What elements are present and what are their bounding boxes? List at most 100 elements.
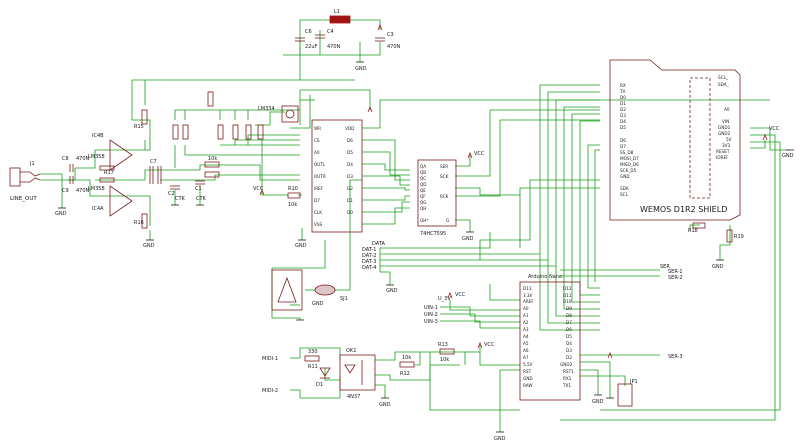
power-symbols <box>259 23 768 359</box>
nano-pin-d3: D3 <box>566 348 572 353</box>
ser-label: SER <box>660 264 670 270</box>
nano-pin-d7: D7 <box>566 320 572 325</box>
ser-1-label: SER-1 <box>668 269 683 275</box>
wemos-pin-sda2: SDA_ <box>718 82 730 87</box>
gnd-nano-label: GND <box>592 399 604 405</box>
nano-pin-d2: D2 <box>566 355 572 360</box>
wemos-pin-d4: D4 <box>620 119 626 124</box>
r19-label: R19 <box>734 234 744 240</box>
nano-pin-aref: AREF <box>523 299 534 304</box>
dat-1-label: DAT-1 <box>362 247 376 253</box>
wemos-pin-rx: RX <box>620 83 626 88</box>
wemos-pin-sck: SCK_D5 <box>620 168 637 173</box>
r15-label: R15 <box>134 124 144 130</box>
gnd-r16-label: GND <box>143 243 155 249</box>
ground-symbols <box>58 61 794 433</box>
ic4a-label: IC4A <box>92 206 104 212</box>
sr-pin-qc: QC <box>420 176 426 181</box>
nano-pin-a7: A7 <box>523 355 529 360</box>
uin-1-label: UIN-1 <box>424 305 438 311</box>
wemos-pin-gnd1: GND1 <box>718 125 731 130</box>
gnd-wemos-label: GND <box>782 153 794 159</box>
nano-pin-d5: D5 <box>566 334 572 339</box>
ic1-pin-wr: WR <box>314 126 321 131</box>
ic1-pin-a0: A0 <box>314 150 320 155</box>
wemos-pin-d0: D0 <box>620 95 626 100</box>
wemos-title: WEMOS D1R2 SHIELD <box>640 205 727 214</box>
sr-pin-qhstar: QH* <box>420 218 429 223</box>
r11-label: R11 <box>308 364 318 370</box>
wemos-pin-miso: MISO_D6 <box>620 162 639 167</box>
vcc-lm334-label: VCC <box>253 186 264 192</box>
wemos-pin-reset: RESET <box>716 149 730 154</box>
nano-pin-3v3: 3.3V <box>523 293 533 298</box>
wemos-pin-d2: D2 <box>620 107 626 112</box>
ctk2-label: CTK <box>196 196 207 202</box>
dat-2-label: DAT-2 <box>362 253 376 259</box>
jp1-label: JP1 <box>629 379 638 385</box>
vcc-midi-label: VCC <box>484 342 495 348</box>
wemos-pin-ss-d8: SS_D8 <box>620 150 634 155</box>
ic1-pin-d4: D4 <box>347 162 353 167</box>
wemos-pin-d3: D3 <box>620 113 626 118</box>
r10k-label: 10k <box>208 156 217 162</box>
c3-label: C3 <box>387 32 394 38</box>
ic1-pins: WR CS A0 OUTL OUTR IREF D7 CLK VSS VDD D… <box>314 126 354 227</box>
wemos-pin-vin: VIN <box>722 119 729 124</box>
gnd-595-label: GND <box>462 236 474 242</box>
nano-pin-raw: RAW <box>523 383 533 388</box>
uin-2-label: UIN-2 <box>424 312 438 318</box>
sr-pin-g: G <box>446 218 449 223</box>
nano-pin-a6: A6 <box>523 348 529 353</box>
gnd-ic1-label: GND <box>295 243 307 249</box>
wemos-pin-d6: D6 <box>620 138 626 143</box>
gnd-top-label: GND <box>355 66 367 72</box>
c6-value: 22uF <box>305 44 318 50</box>
ic1-pin-clk: CLK <box>314 210 322 215</box>
d1-label: D1 <box>316 382 323 388</box>
r10k2-label: 10k <box>402 355 411 361</box>
gnd-ok1-label: GND <box>379 402 391 408</box>
nano-pin-gnd: GND <box>523 376 533 381</box>
wemos-pin-gnd: GND <box>620 174 630 179</box>
nano-pin-gnd2: GND2 <box>560 362 573 367</box>
nano-pin-a3: A3 <box>523 327 529 332</box>
gnd-jack-label: GND <box>55 211 67 217</box>
ctk1-label: CTK <box>175 196 186 202</box>
sr-pin-rck: RCK <box>440 194 449 199</box>
ic1-pin-d5: D5 <box>347 150 353 155</box>
sr-pin-ser: SER <box>440 164 448 169</box>
sr-pin-qg: QG <box>420 200 427 205</box>
sr-pin-qe: QE <box>420 188 426 193</box>
r18-label: R18 <box>688 228 698 234</box>
ser-3-label: SER-3 <box>668 354 683 360</box>
nano-pins: D13 3.3V AREF A0 A1 A2 A3 A4 A5 A6 A7 5.… <box>523 286 574 388</box>
ic1-pin-outr: OUTR <box>314 174 326 179</box>
ic4b-label: IC4B <box>92 133 104 139</box>
j1-label: J1 <box>29 161 35 167</box>
u-3v-label: U_3V <box>438 296 451 302</box>
c7-label: C7 <box>150 159 157 165</box>
r10-value: 10k <box>288 202 297 208</box>
uin-3-label: UIN-3 <box>424 319 438 325</box>
r330-label: 330 <box>308 349 318 355</box>
lm358-a-label: LM358 <box>88 186 105 192</box>
dat-3-label: DAT-3 <box>362 259 376 265</box>
nano-pin-rst: RST <box>523 369 532 374</box>
midi-1-label: MIDI-1 <box>262 356 278 362</box>
ic1-pin-vss: VSS <box>314 222 323 227</box>
c3-value: 470N <box>387 44 401 50</box>
ic1-pin-d3: D3 <box>347 174 353 179</box>
lm358-b-label: LM358 <box>88 154 105 160</box>
ic1-pin-d1: D1 <box>347 198 353 203</box>
nano-pin-a4: A4 <box>523 334 529 339</box>
sr-pin-sck: SCK <box>440 174 449 179</box>
vcc-nano-label: VCC <box>455 292 466 298</box>
vcc-595-label: VCC <box>474 151 485 157</box>
ic1-pin-cs: CS <box>314 138 320 143</box>
sr-part-label: 74HCT595 <box>420 231 446 237</box>
r10k3-label: 10k <box>440 357 449 363</box>
wemos-pin-3v3: 3V3 <box>722 143 731 148</box>
nano-pin-rst1: RST1 <box>563 369 574 374</box>
wemos-pin-d7: D7 <box>620 144 626 149</box>
